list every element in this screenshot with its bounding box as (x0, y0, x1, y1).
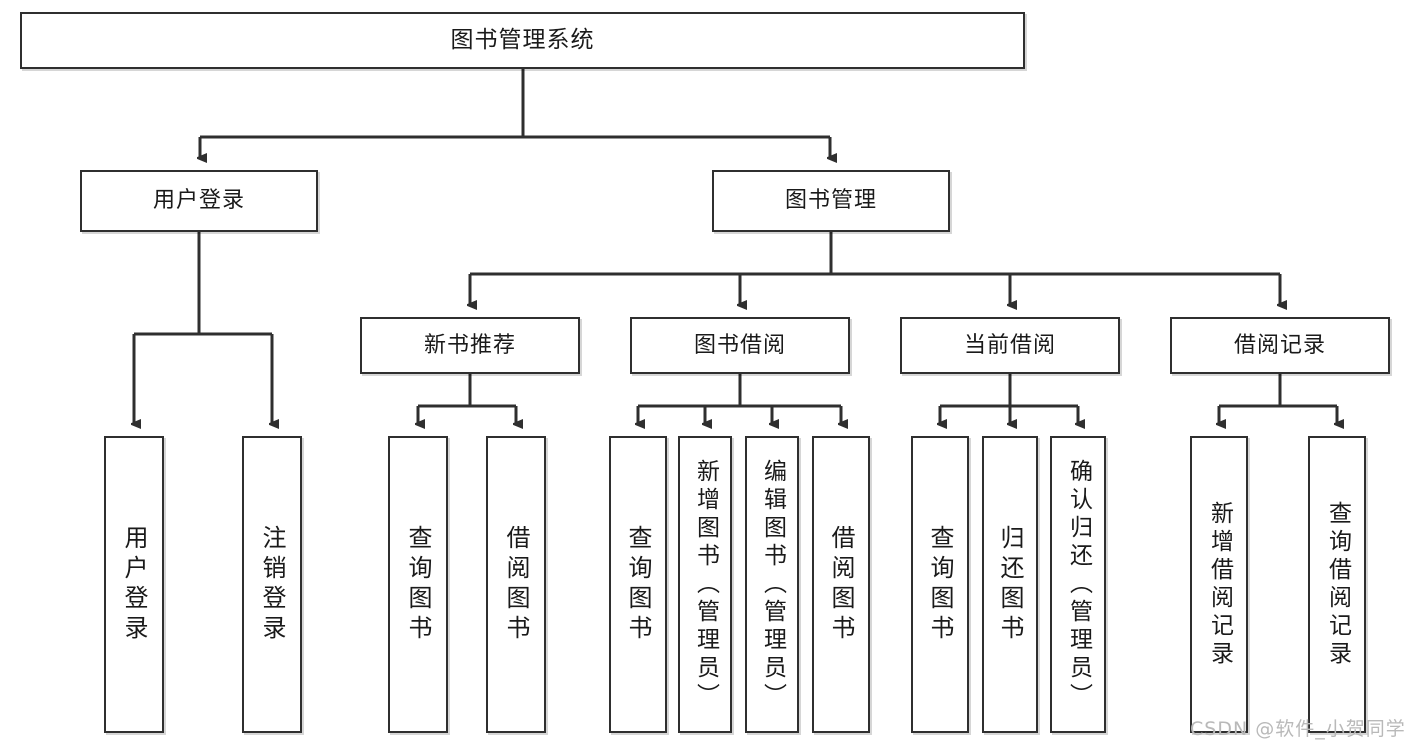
csdn-watermark: CSDN @软件_小贺同学 (1190, 718, 1405, 740)
node-leaf-return-book[interactable]: 归还图书 (982, 436, 1038, 733)
node-leaf-borrow-book-label: 借阅图书 (827, 524, 855, 645)
node-new-book-rec[interactable]: 新书推荐 (360, 317, 580, 374)
node-leaf-return-book-label: 归还图书 (996, 524, 1024, 645)
node-leaf-add-book-admin-label: 新增图书（管理员） (692, 458, 719, 711)
node-leaf-query-book-current-label: 查询图书 (926, 524, 954, 645)
node-leaf-query-borrow-record[interactable]: 查询借阅记录 (1308, 436, 1366, 733)
node-new-book-rec-label: 新书推荐 (423, 332, 516, 358)
node-leaf-edit-book-admin[interactable]: 编辑图书（管理员） (745, 436, 799, 733)
node-user-login-label: 用户登录 (152, 188, 245, 214)
node-book-borrow[interactable]: 图书借阅 (630, 317, 850, 374)
node-book-borrow-label: 图书借阅 (693, 332, 786, 358)
node-book-manage-label: 图书管理 (784, 188, 877, 214)
node-leaf-query-book-rec[interactable]: 查询图书 (388, 436, 448, 733)
node-user-login[interactable]: 用户登录 (80, 170, 318, 232)
node-current-borrow-label: 当前借阅 (963, 332, 1056, 358)
node-book-manage[interactable]: 图书管理 (712, 170, 950, 232)
node-borrow-record[interactable]: 借阅记录 (1170, 317, 1390, 374)
node-leaf-borrow-book[interactable]: 借阅图书 (812, 436, 870, 733)
node-leaf-confirm-return-admin-label: 确认归还（管理员） (1065, 458, 1092, 711)
node-leaf-borrow-book-rec[interactable]: 借阅图书 (486, 436, 546, 733)
node-current-borrow[interactable]: 当前借阅 (900, 317, 1120, 374)
node-leaf-edit-book-admin-label: 编辑图书（管理员） (759, 458, 786, 711)
node-leaf-query-book-borrow[interactable]: 查询图书 (609, 436, 667, 733)
node-leaf-query-borrow-record-label: 查询借阅记录 (1324, 500, 1351, 669)
node-root[interactable]: 图书管理系统 (20, 12, 1025, 69)
node-leaf-query-book-current[interactable]: 查询图书 (911, 436, 969, 733)
node-leaf-add-borrow-record-label: 新增借阅记录 (1206, 500, 1233, 669)
node-leaf-confirm-return-admin[interactable]: 确认归还（管理员） (1050, 436, 1106, 733)
node-root-label: 图书管理系统 (450, 27, 595, 54)
node-leaf-user-logout-label: 注销登录 (258, 524, 286, 645)
node-leaf-query-book-rec-label: 查询图书 (404, 524, 432, 645)
node-leaf-user-login[interactable]: 用户登录 (104, 436, 164, 733)
node-leaf-borrow-book-rec-label: 借阅图书 (502, 524, 530, 645)
node-leaf-add-borrow-record[interactable]: 新增借阅记录 (1190, 436, 1248, 733)
node-borrow-record-label: 借阅记录 (1233, 332, 1326, 358)
node-leaf-add-book-admin[interactable]: 新增图书（管理员） (678, 436, 732, 733)
node-leaf-user-logout[interactable]: 注销登录 (242, 436, 302, 733)
node-leaf-query-book-borrow-label: 查询图书 (624, 524, 652, 645)
node-leaf-user-login-label: 用户登录 (120, 524, 148, 645)
